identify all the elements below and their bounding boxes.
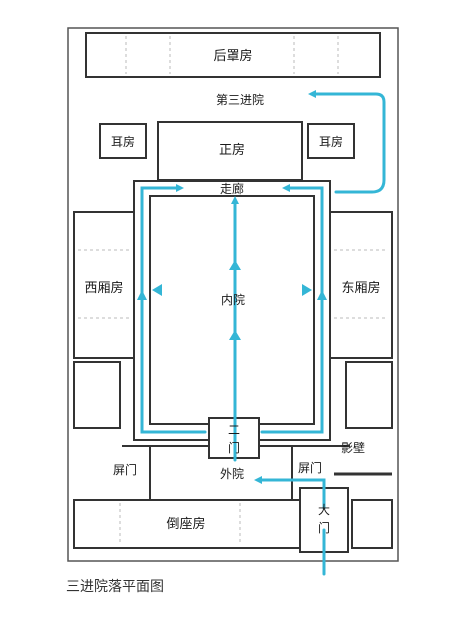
diagram-caption: 三进院落平面图 <box>66 579 164 595</box>
label-screen-wall: 影壁 <box>341 440 365 455</box>
label-inner-courtyard: 内院 <box>221 293 245 307</box>
front-row-building <box>73 499 301 549</box>
label-east-wing: 东厢房 <box>341 280 380 296</box>
inner-courtyard-area <box>149 195 315 425</box>
arrow-east-wing <box>302 284 312 296</box>
label-west-wing: 西厢房 <box>84 280 123 296</box>
arrow-to-third-courtyard <box>308 90 386 194</box>
side-room-right <box>345 361 393 429</box>
label-main-gate-top: 大 <box>318 503 330 517</box>
back-row-building <box>85 32 381 78</box>
arrow-inner-up-1 <box>229 330 241 340</box>
label-back-row: 后罩房 <box>213 48 252 64</box>
label-main-gate-bottom: 门 <box>318 520 330 535</box>
arrow-corridor-up-right <box>317 290 327 300</box>
arrow-corridor-loop-left <box>140 184 207 434</box>
ear-room-left <box>99 123 147 159</box>
label-side-gate-left: 屏门 <box>113 462 137 477</box>
label-outer-courtyard: 外院 <box>220 467 244 481</box>
label-second-gate-top: 二 <box>228 423 240 437</box>
label-corridor: 走廊 <box>220 181 244 196</box>
east-wing <box>329 211 393 359</box>
label-front-row: 倒座房 <box>166 516 205 532</box>
main-hall <box>157 121 303 181</box>
arrow-gate-to-outer <box>254 476 326 510</box>
front-row-right <box>351 499 393 549</box>
label-ear-room-left: 耳房 <box>111 134 135 149</box>
label-second-gate-bottom: 门 <box>228 440 240 455</box>
side-room-left <box>73 361 121 429</box>
ear-room-right <box>307 123 355 159</box>
arrow-corridor-loop-right <box>260 184 324 434</box>
west-wing <box>73 211 135 359</box>
arrow-corridor-up-left <box>137 290 147 300</box>
arrow-inner-up-2 <box>229 260 241 270</box>
label-main-hall: 正房 <box>219 142 245 158</box>
label-ear-room-right: 耳房 <box>319 134 343 149</box>
label-side-gate-right: 屏门 <box>298 460 322 475</box>
arrow-west-wing <box>152 284 162 296</box>
label-third-courtyard: 第三进院 <box>216 93 264 107</box>
